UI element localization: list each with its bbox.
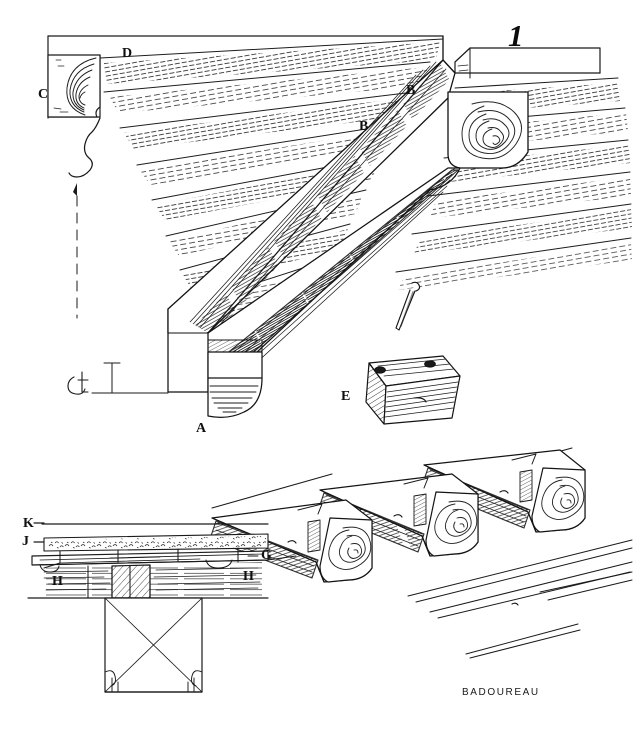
label-D: D [122, 46, 133, 61]
label-A: A [196, 421, 207, 436]
joist-row [209, 447, 633, 659]
broken-wall-edge [68, 117, 101, 319]
dimension-marker [67, 362, 169, 395]
floor-section [27, 522, 297, 693]
label-C: C [38, 87, 49, 102]
label-H-right: H [243, 569, 255, 584]
figure-number: 1 [508, 18, 524, 53]
corbel-left [47, 54, 101, 118]
label-B-side: B [359, 119, 369, 134]
beam-rounded-end [207, 339, 263, 418]
nail-detail [395, 281, 421, 331]
label-H-left: H [52, 574, 64, 589]
wall-return-right [442, 35, 601, 79]
loose-boards [407, 539, 633, 659]
main-beam [167, 59, 529, 418]
joist-near [209, 499, 373, 583]
beam-end-grain [447, 91, 529, 169]
engraver-signature: BADOUREAU [462, 687, 540, 698]
label-J: J [22, 534, 30, 549]
label-G: G [261, 548, 273, 563]
label-E: E [341, 389, 351, 404]
corbel-block [365, 355, 461, 425]
label-K: K [23, 516, 35, 531]
label-B-upper: B [406, 83, 416, 98]
joist-middle [317, 473, 479, 557]
